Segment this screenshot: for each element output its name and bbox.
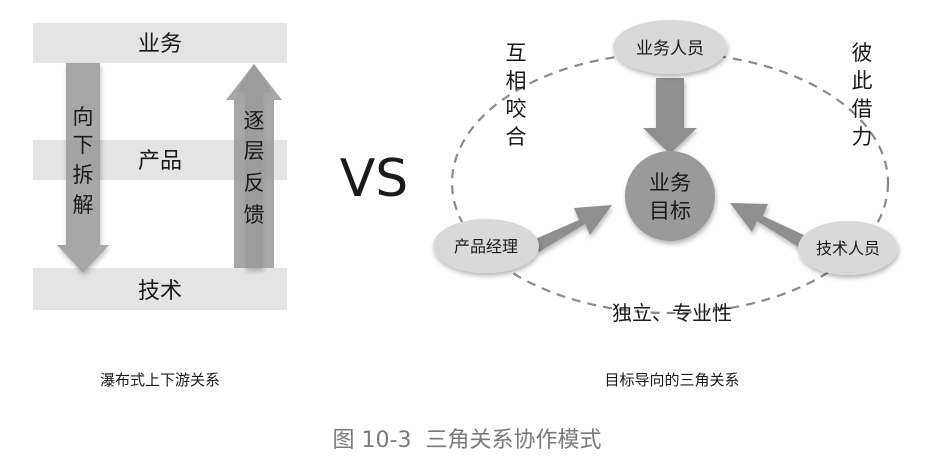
down-arrow-label: 向 下 拆 解 <box>73 105 94 217</box>
waterfall-diagram: 业务 产品 技术 向 下 拆 解 逐 层 反 馈 瀑布式上下游关系 <box>33 23 287 389</box>
up-arrow-char: 馈 <box>244 203 265 227</box>
down-arrow-char: 向 <box>73 105 94 129</box>
up-arrow-char: 反 <box>244 171 265 195</box>
annotation-left-char: 合 <box>506 125 527 149</box>
annotation-right-char: 彼 <box>852 41 873 65</box>
layer-bar-business <box>33 23 287 63</box>
layer-label-product: 产品 <box>138 149 182 174</box>
layer-label-tech: 技术 <box>138 279 182 304</box>
layer-bar-tech <box>33 268 287 310</box>
up-arrow-char: 层 <box>244 139 265 163</box>
triangle-diagram: 业务 目标 业务人员 产品经理 技术人员 互 相 咬 合 彼 此 借 力 独立、… <box>433 20 898 389</box>
up-arrow-body <box>226 64 282 268</box>
annotation-right-char: 力 <box>852 125 873 149</box>
annotation-left-char: 互 <box>506 41 527 65</box>
figure-caption: 图 10-3 三角关系协作模式 <box>333 428 602 453</box>
role-label-product: 产品经理 <box>454 237 518 256</box>
down-arrow-char: 下 <box>73 133 94 157</box>
annotation-left-char: 咬 <box>506 97 527 121</box>
triangle-caption: 目标导向的三角关系 <box>604 371 739 389</box>
center-label-line2: 目标 <box>649 199 691 223</box>
down-arrow-char: 拆 <box>73 163 94 187</box>
center-node <box>625 151 715 241</box>
annotation-bottom: 独立、专业性 <box>612 301 732 325</box>
role-label-business: 业务人员 <box>636 39 704 59</box>
role-label-tech: 技术人员 <box>816 239 880 258</box>
up-arrow-label: 逐 层 反 馈 <box>244 109 265 227</box>
role-node-product <box>433 219 539 273</box>
arrow-right-to-center <box>730 203 806 248</box>
down-arrow <box>57 63 109 273</box>
down-arrow-char: 解 <box>73 193 94 217</box>
annotation-right-char: 借 <box>852 97 873 121</box>
annotation-left: 互 相 咬 合 <box>506 41 527 149</box>
arrow-left-to-center <box>533 205 612 252</box>
vs-label: VS <box>340 149 409 209</box>
center-label-line1: 业务 <box>649 171 691 195</box>
waterfall-caption: 瀑布式上下游关系 <box>100 371 220 389</box>
layer-label-business: 业务 <box>138 32 182 57</box>
role-node-tech <box>798 221 898 275</box>
annotation-right-char: 此 <box>852 69 873 93</box>
annotation-right: 彼 此 借 力 <box>852 41 873 149</box>
role-node-business <box>613 20 727 74</box>
up-arrow-char: 逐 <box>244 109 265 133</box>
annotation-left-char: 相 <box>506 69 527 93</box>
arrow-top-to-center <box>643 78 697 154</box>
